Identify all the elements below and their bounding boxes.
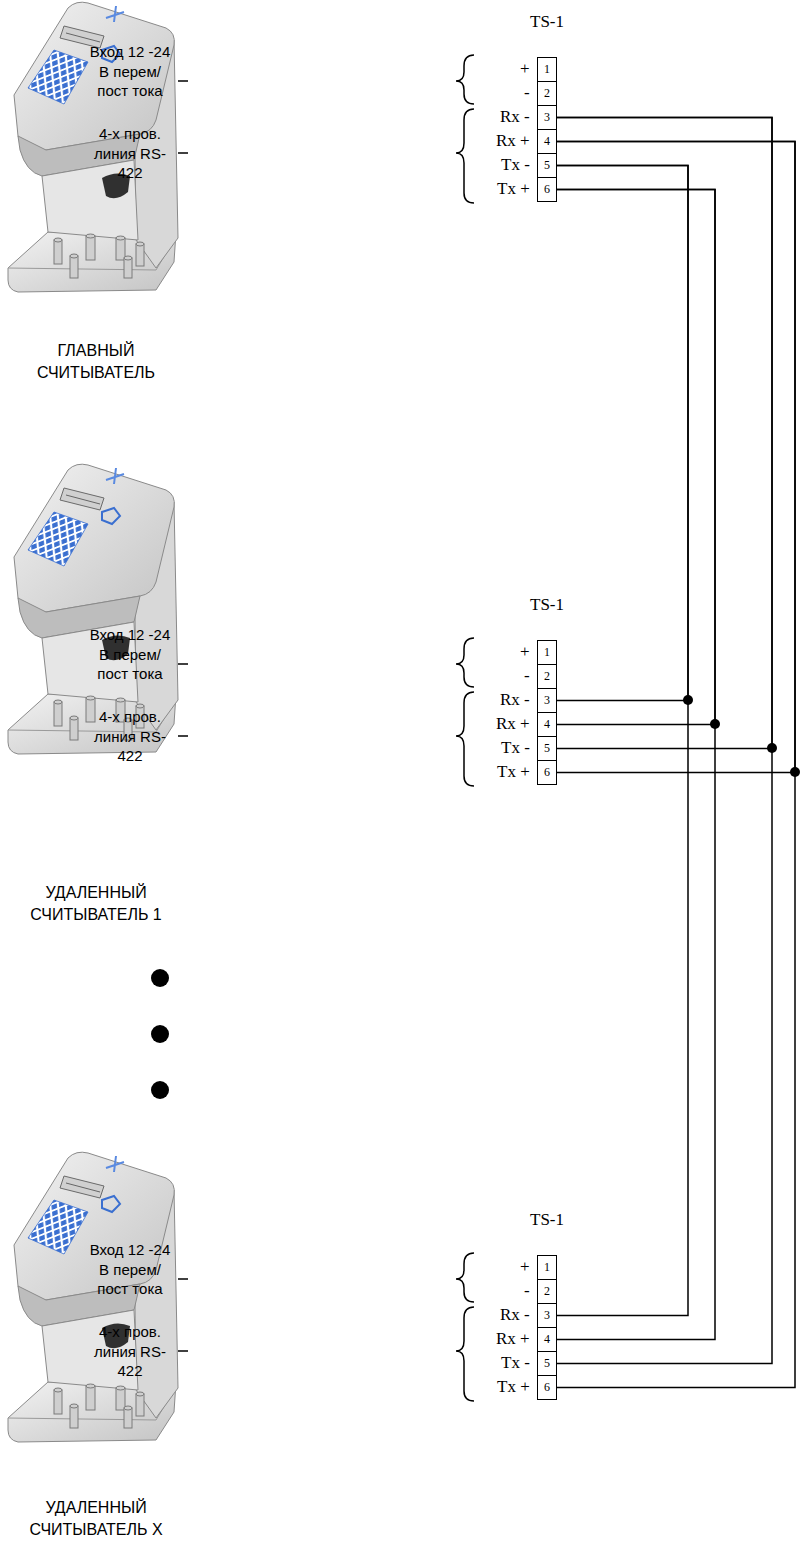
pin-number: 1 [544,645,550,660]
line-note: 4-х пров. линия RS-422 [84,707,176,766]
signal-name: Rx - [500,1306,530,1325]
wire [557,190,715,1340]
signal-name: Tx - [501,1354,530,1373]
pin-number: 2 [544,86,550,101]
reader-caption: УДАЛЕННЫЙ СЧИТЫВАТЕЛЬ 1 [10,882,182,925]
terminal-box: 5 [537,1351,557,1376]
terminal-box: 2 [537,81,557,106]
power-input-note: Вход 12 -24 В перем/пост тока [84,42,176,101]
power-input-note: Вход 12 -24 В перем/пост тока [84,1240,176,1299]
pin-name: + [520,1258,530,1277]
signal-name: Rx + [496,715,530,734]
pin-name: - [524,667,530,686]
reader-caption: УДАЛЕННЫЙ СЧИТЫВАТЕЛЬ X [10,1497,182,1540]
hand-reader [8,1152,178,1442]
pin-number: 2 [544,669,550,684]
terminal-box: 3 [537,688,557,713]
pin-number: 6 [544,182,550,197]
pin-number: 5 [544,741,550,756]
terminal-box: 1 [537,57,557,82]
pin-number: 5 [544,1356,550,1371]
terminal-box: 6 [537,760,557,785]
signal-name: Rx - [500,691,530,710]
wire [557,190,715,725]
signal-name: Tx - [501,156,530,175]
signal-name: Tx - [501,739,530,758]
terminal-box: 2 [537,1279,557,1304]
terminal-box: 5 [537,153,557,178]
signal-name: Rx - [500,108,530,127]
terminal-box: 2 [537,664,557,689]
terminal-block-name: TS-1 [530,13,564,32]
pin-number: 5 [544,158,550,173]
wire [557,118,772,1364]
terminal-box: 4 [537,1327,557,1352]
signal-name: Rx + [496,1330,530,1349]
terminal-box: 4 [537,712,557,737]
wire [557,118,772,749]
terminal-box: 1 [537,1255,557,1280]
line-note: 4-х пров. линия RS-422 [84,1322,176,1381]
terminal-box: 3 [537,1303,557,1328]
pin-number: 3 [544,1308,550,1323]
terminal-box: 6 [537,177,557,202]
terminal-block-name: TS-1 [530,1211,564,1230]
pin-number: 6 [544,765,550,780]
signal-name: Tx + [497,763,530,782]
junction-dots [683,695,800,777]
terminal-box: 3 [537,105,557,130]
terminal-box: 4 [537,129,557,154]
line-note: 4-х пров. линия RS-422 [84,124,176,183]
pin-number: 6 [544,1380,550,1395]
wire [557,166,688,1316]
wire [557,142,795,1388]
pin-number: 4 [544,134,550,149]
terminal-block-name: TS-1 [530,596,564,615]
signal-name: Tx + [497,180,530,199]
pin-number: 3 [544,693,550,708]
pin-number: 2 [544,1284,550,1299]
pin-name: + [520,60,530,79]
terminal-box: 1 [537,640,557,665]
pin-name: + [520,643,530,662]
pin-number: 4 [544,717,550,732]
pin-number: 3 [544,110,550,125]
pin-name: - [524,1282,530,1301]
pin-name: - [524,84,530,103]
terminal-box: 5 [537,736,557,761]
pin-number: 4 [544,1332,550,1347]
terminal-box: 6 [537,1375,557,1400]
power-input-note: Вход 12 -24 В перем/пост тока [84,625,176,684]
reader-caption: ГЛАВНЫЙ СЧИТЫВАТЕЛЬ [10,340,182,383]
wire [557,166,688,701]
ellipsis-dots [151,969,169,1099]
hand-reader [8,2,178,292]
pin-number: 1 [544,1260,550,1275]
signal-name: Tx + [497,1378,530,1397]
bracket [178,55,474,1401]
signal-name: Rx + [496,132,530,151]
pin-number: 1 [544,62,550,77]
wire [557,142,795,773]
